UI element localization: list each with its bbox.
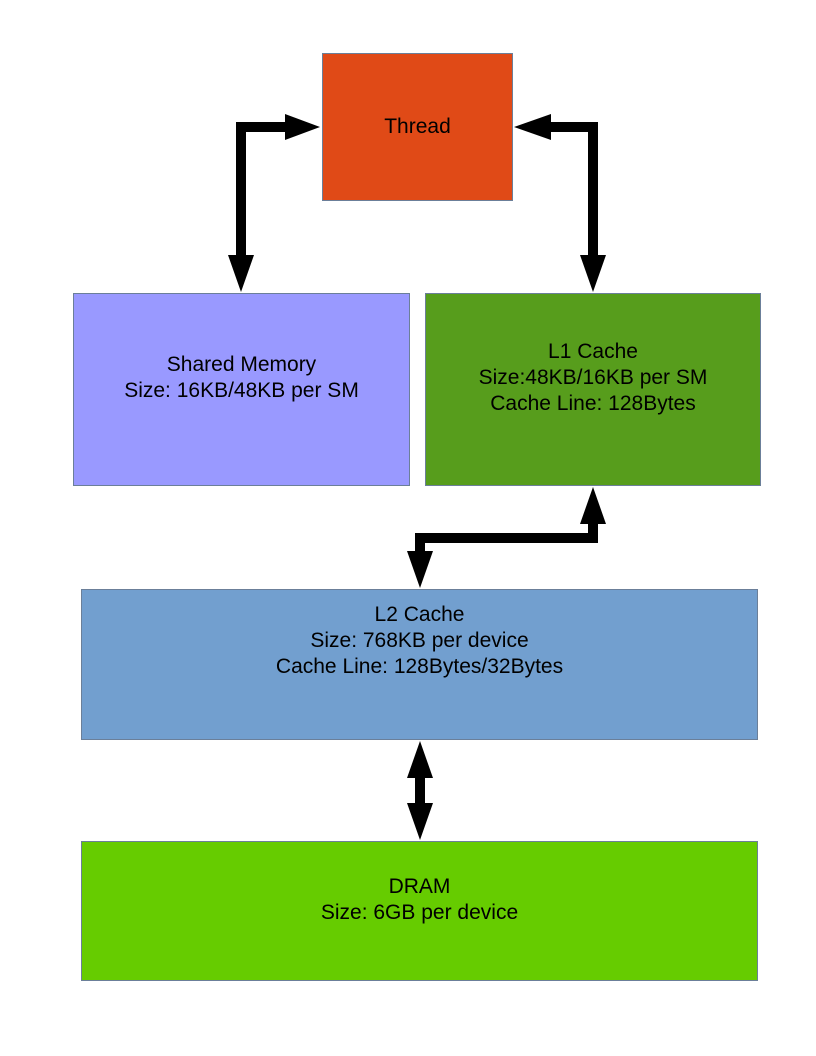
l1-cache-title: L1 Cache [548,339,638,363]
l1-cache-node: L1 Cache Size:48KB/16KB per SM Cache Lin… [425,293,761,486]
edge-thread-l1-cache [514,114,606,292]
thread-label: Thread [384,115,451,138]
arrowhead-to-l1-cache [580,255,606,292]
dram-title: DRAM [388,875,451,898]
arrowhead-to-l1-cache-bottom [580,487,606,524]
l1-cache-line: Cache Line: 128Bytes [490,391,696,415]
edge-thread-shared-memory [228,114,320,292]
arrowhead-to-l2-cache-bottom [407,741,433,778]
thread-node: Thread [322,53,513,201]
arrowhead-to-dram [407,803,433,840]
l1-cache-size: Size:48KB/16KB per SM [478,365,708,389]
shared-memory-title: Shared Memory [166,352,317,376]
l2-cache-line: Cache Line: 128Bytes/32Bytes [275,654,564,678]
arrowhead-to-thread-right [514,114,551,140]
edge-l1-cache-l2-cache [407,487,606,588]
l2-cache-title: L2 Cache [374,602,465,626]
arrowhead-to-thread-left [285,114,320,140]
arrowhead-to-l2-cache [407,551,433,588]
shared-memory-size: Size: 16KB/48KB per SM [124,378,359,402]
l2-cache-size: Size: 768KB per device [310,628,529,652]
dram-node: DRAM Size: 6GB per device [81,841,758,981]
arrowhead-to-shared-memory [228,255,254,292]
shared-memory-node: Shared Memory Size: 16KB/48KB per SM [73,293,410,486]
edge-l2-cache-dram [407,741,433,840]
l2-cache-node: L2 Cache Size: 768KB per device Cache Li… [81,589,758,740]
dram-size: Size: 6GB per device [320,901,519,924]
